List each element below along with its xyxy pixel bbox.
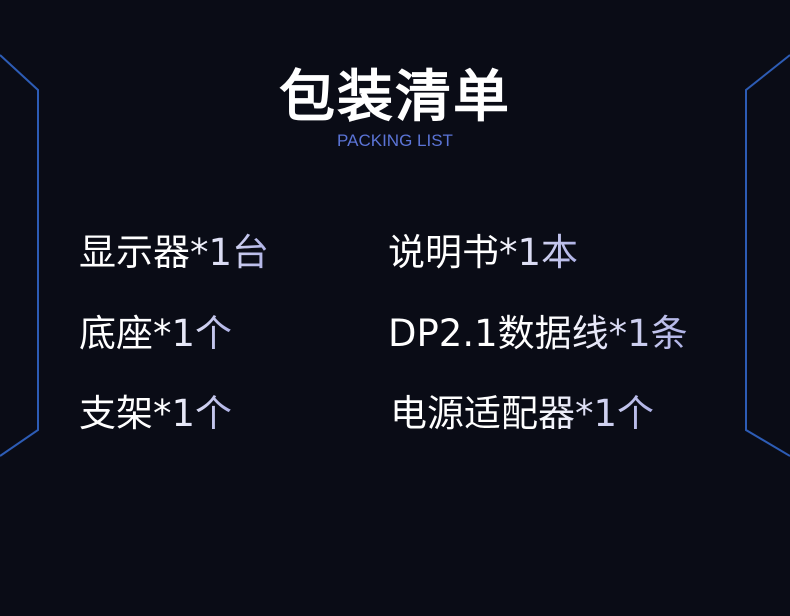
list-item: DP2.1数据线*1条 — [388, 303, 688, 357]
page-subtitle: PACKING LIST — [337, 131, 453, 150]
list-item: 支架*1个 — [79, 383, 232, 437]
right-frame-line — [745, 54, 790, 457]
page-title: 包装清单 — [279, 65, 511, 130]
list-item: 说明书*1本 — [388, 222, 578, 276]
list-item: 显示器*1台 — [79, 222, 269, 276]
list-item: 电源适配器*1个 — [390, 383, 654, 437]
list-item: 底座*1个 — [79, 303, 232, 357]
left-frame-line — [0, 54, 39, 457]
